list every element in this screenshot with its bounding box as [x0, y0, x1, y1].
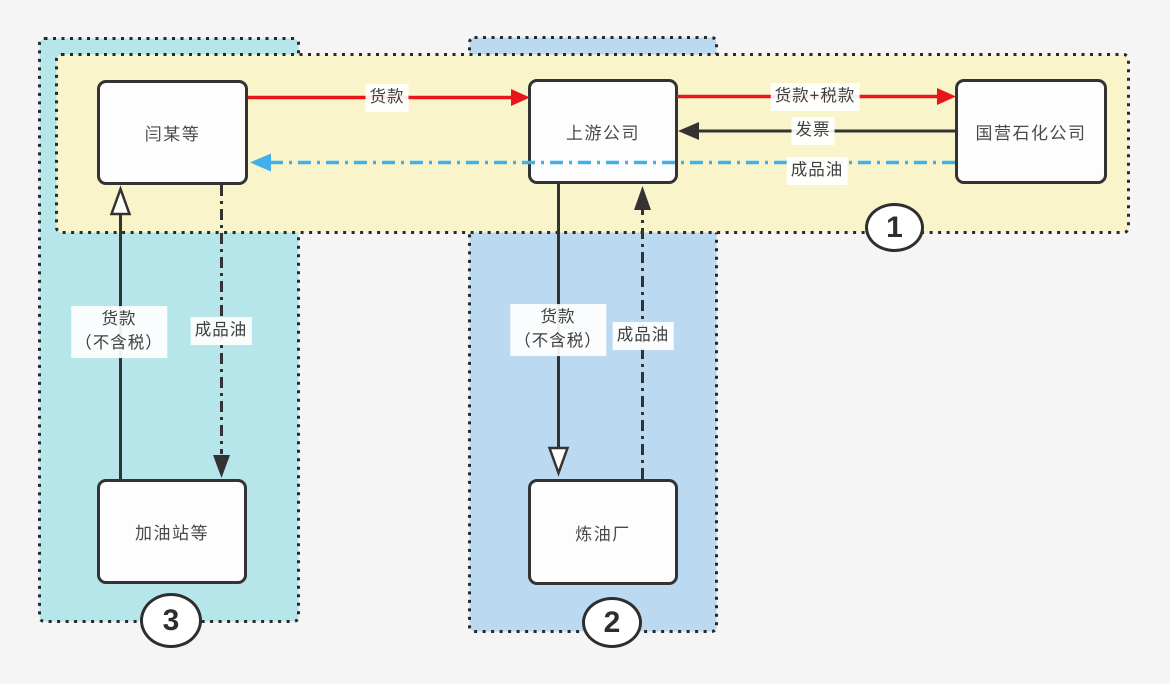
edge-label-fapiao: 发票: [791, 117, 835, 145]
edge-label-huokuan-left: 货款 （不含税）: [71, 306, 167, 358]
edge-label-huokuan-mid: 货款 （不含税）: [510, 304, 606, 356]
edge-label-chengpinyou-left: 成品油: [190, 317, 252, 345]
badge-region-1: 1: [865, 203, 924, 252]
edge-label-chengpinyou-top: 成品油: [786, 157, 848, 185]
edge-label-huokuan-shuikuan: 货款+税款: [770, 83, 860, 111]
node-upstream: 上游公司: [528, 79, 678, 184]
node-petro-label: 国营石化公司: [975, 124, 1087, 143]
node-upstream-label: 上游公司: [566, 124, 640, 143]
node-yan: 闫某等: [97, 80, 248, 185]
badge-region-2: 2: [582, 597, 642, 648]
node-refinery: 炼油厂: [528, 479, 678, 585]
node-refinery-label: 炼油厂: [575, 524, 631, 544]
node-yan-label: 闫某等: [144, 125, 201, 144]
node-gas-label: 加油站等: [135, 524, 209, 543]
node-petro: 国营石化公司: [955, 79, 1107, 184]
edge-label-chengpinyou-mid: 成品油: [612, 322, 674, 350]
edge-label-huokuan: 货款: [365, 84, 409, 112]
node-gas: 加油站等: [97, 479, 247, 584]
badge-region-3: 3: [140, 593, 202, 648]
